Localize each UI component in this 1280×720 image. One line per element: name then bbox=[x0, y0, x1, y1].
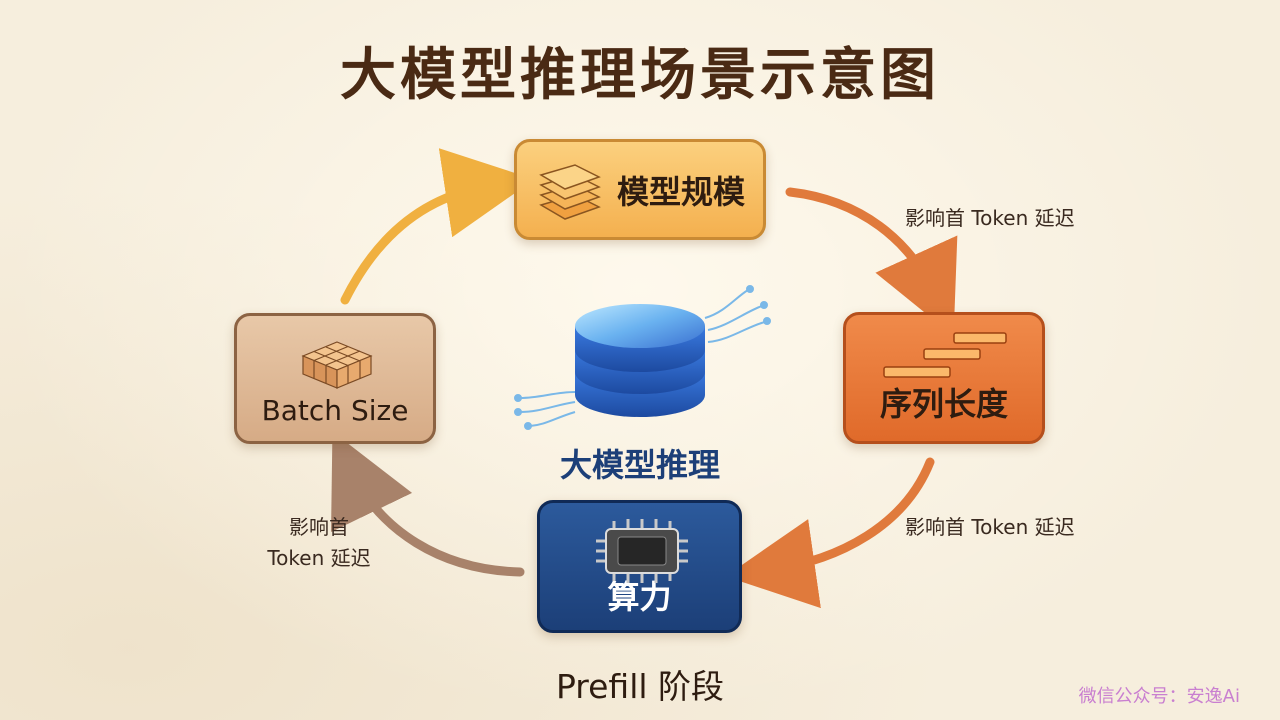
layers-icon bbox=[539, 163, 601, 220]
node-sequence-length: 序列长度 bbox=[843, 312, 1045, 444]
sequence-steps-icon bbox=[883, 332, 1007, 378]
node-model-scale-label: 模型规模 bbox=[616, 172, 745, 211]
cube-grid-icon bbox=[301, 341, 373, 389]
phase-label: Prefill 阶段 bbox=[555, 667, 725, 706]
edge-label-bottom-right: 影响首 Token 延迟 bbox=[905, 515, 1075, 539]
edge-label-left-line1: 影响首 bbox=[289, 515, 349, 539]
node-batch-size-label: Batch Size bbox=[261, 394, 409, 427]
node-compute-label: 算力 bbox=[607, 578, 672, 616]
edge-label-left-line2: Token 延迟 bbox=[267, 546, 371, 570]
arrow-model-to-sequence bbox=[785, 187, 958, 336]
circuit-lines-right bbox=[704, 285, 771, 343]
arrow-batch-to-model bbox=[340, 148, 535, 305]
circuit-lines-left bbox=[514, 391, 576, 430]
watermark: 微信公众号：安逸Ai bbox=[1078, 686, 1240, 707]
arrow-compute-to-batch bbox=[331, 431, 525, 577]
node-batch-size: Batch Size bbox=[234, 313, 436, 444]
center-label: 大模型推理 bbox=[559, 446, 720, 484]
node-compute: 算力 bbox=[537, 500, 742, 633]
edge-label-left: 影响首 Token 延迟 bbox=[254, 512, 384, 574]
node-model-scale: 模型规模 bbox=[514, 139, 766, 240]
diagram-title: 大模型推理场景示意图 bbox=[340, 43, 940, 108]
arrow-sequence-to-compute bbox=[725, 457, 935, 609]
chip-icon bbox=[596, 519, 688, 583]
edge-label-top-right: 影响首 Token 延迟 bbox=[905, 206, 1075, 230]
node-sequence-length-label: 序列长度 bbox=[879, 385, 1008, 423]
